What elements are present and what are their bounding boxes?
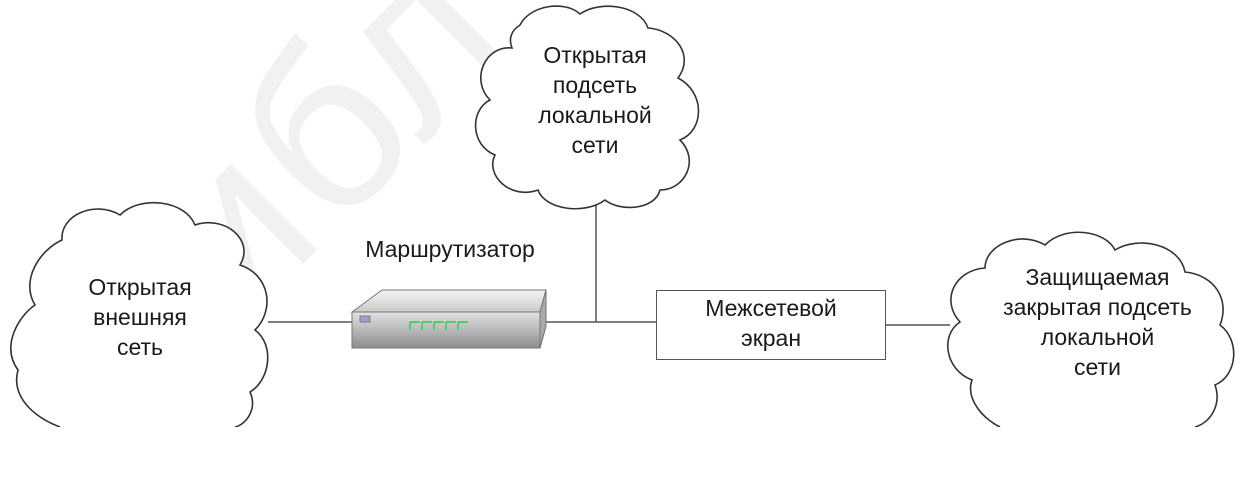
network-diagram	[10, 5, 1235, 427]
cloud-icon	[474, 5, 700, 210]
router-label: Маршрутизатор	[365, 236, 535, 262]
protected-subnet-label: Защищаемая закрытая подсеть локальной се…	[1003, 264, 1192, 380]
open-subnet-label: Открытая подсеть локальной сети	[538, 42, 652, 158]
cloud-icon	[947, 231, 1235, 427]
external-net-label: Открытая внешняя сеть	[88, 274, 192, 360]
firewall-label: Межсетевой экран	[705, 295, 837, 351]
connections	[268, 192, 950, 326]
router-icon	[350, 289, 547, 349]
firewall-box	[656, 290, 886, 360]
cloud-icon	[10, 201, 269, 427]
